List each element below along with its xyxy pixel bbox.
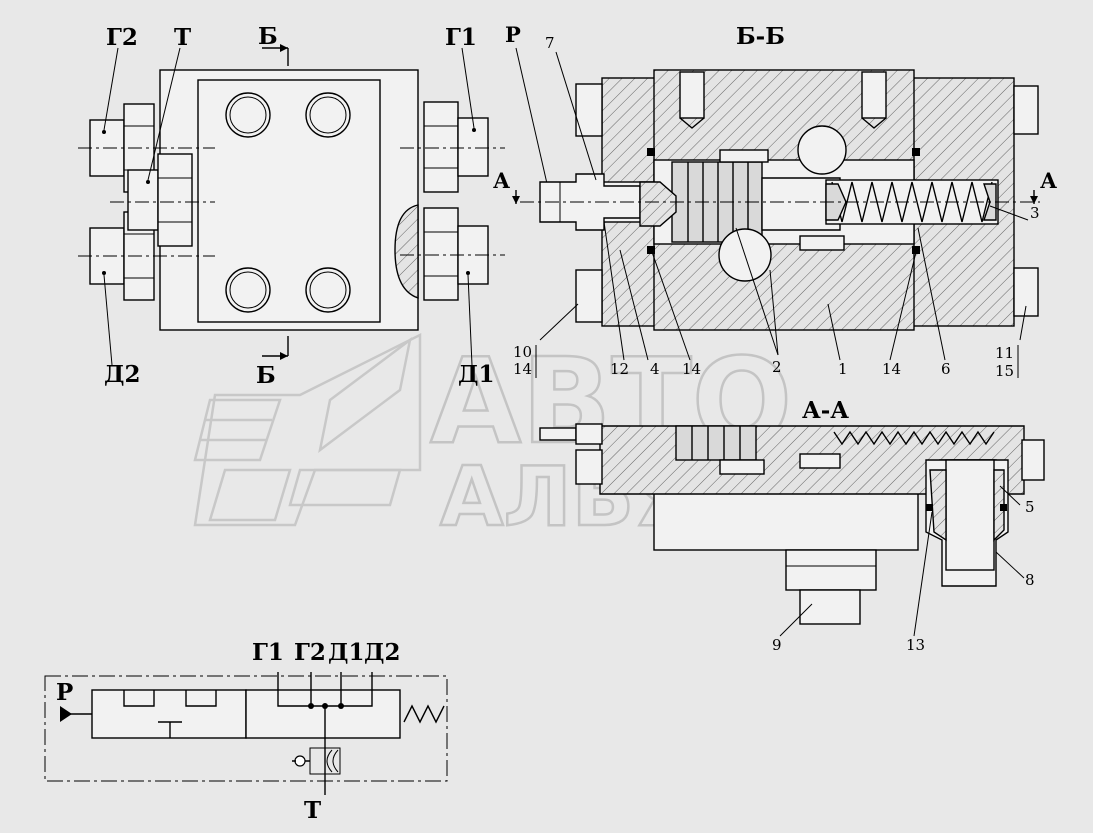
callout-14c: 14 [882,360,901,378]
callout-1: 1 [838,360,848,378]
schematic-port-d2: Д2 [364,639,400,666]
callout-10: 10 [513,343,532,361]
port-label-p: Р [505,22,521,47]
callout-11: 11 [995,344,1014,362]
end-nuts [575,83,1039,323]
section-mark-top: Б [258,23,278,50]
hydraulic-schematic: Р Т Г1 Г2 Д1 Д2 [44,639,448,824]
fitting-8 [925,439,1045,587]
fitting-g1 [423,101,489,193]
port-label-d2: Д2 [104,361,140,388]
fitting-d1 [394,204,489,301]
spool-position-left [91,689,247,739]
plan-view: Г2 Т Г1 Д2 Д1 Б Б [78,23,505,389]
section-bb-title: Б-Б [736,23,785,50]
section-aa: А-А [539,397,1045,654]
section-aa-title: А-А [802,397,849,424]
callout-2: 2 [772,358,782,376]
spool-aa [675,425,995,475]
port-label-t: Т [174,24,191,51]
left-fittings-aa [539,423,603,485]
broken-out-section [394,204,419,299]
seals-14 [647,148,920,254]
check-ball-top [797,125,847,175]
schematic-outlet-t: Т [304,797,321,824]
schematic-port-g1: Г1 [252,639,284,666]
cut-a-left: А [493,168,510,193]
top-plugs [679,71,887,129]
callout-4: 4 [650,360,660,378]
cut-a-right: А [1040,168,1057,193]
callout-13: 13 [906,636,925,654]
schematic-port-g2: Г2 [294,639,326,666]
callout-7: 7 [545,34,555,52]
callout-14a: 14 [513,360,532,378]
port-label-g2: Г2 [106,24,138,51]
callout-3: 3 [1030,204,1040,222]
schematic-inlet-p: Р [56,679,73,706]
port-label-d1: Д1 [458,361,494,388]
callout-5: 5 [1025,498,1035,516]
fitting-t [127,153,193,247]
callout-12: 12 [610,360,629,378]
spool-position-right [245,689,401,739]
watermark-logo [193,332,422,527]
callout-6: 6 [941,360,951,378]
callout-9: 9 [772,636,782,654]
fitting-9 [785,549,877,625]
cover-plate [197,79,381,323]
callout-8: 8 [1025,571,1035,589]
cover-bolts [225,92,351,313]
callout-15: 15 [995,362,1014,380]
section-mark-bottom: Б [256,362,276,389]
callout-14b: 14 [682,360,701,378]
schematic-port-d1: Д1 [328,639,364,666]
port-label-g1: Г1 [445,24,477,51]
section-bb: Б-Б Р [493,22,1057,380]
